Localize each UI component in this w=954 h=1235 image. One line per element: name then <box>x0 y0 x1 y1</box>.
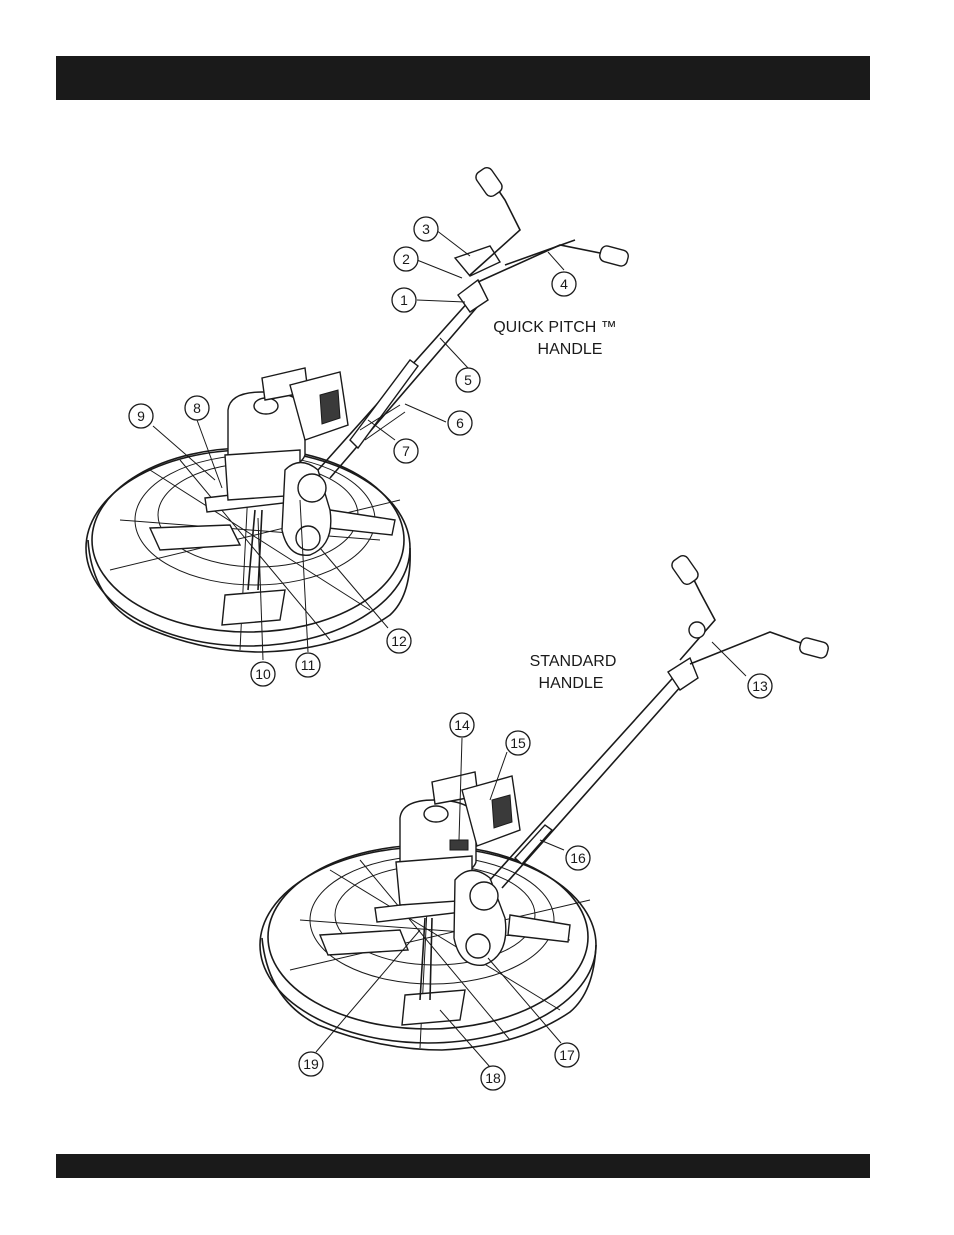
callout-17: 17 <box>555 1043 579 1067</box>
svg-text:8: 8 <box>193 400 201 416</box>
svg-text:10: 10 <box>255 666 271 682</box>
callout-18: 18 <box>481 1066 505 1090</box>
callout-1: 1 <box>392 288 416 312</box>
svg-text:9: 9 <box>137 408 145 424</box>
leader-lines <box>153 230 746 1067</box>
svg-text:15: 15 <box>510 735 526 751</box>
svg-text:13: 13 <box>752 678 768 694</box>
callout-9: 9 <box>129 404 153 428</box>
callout-8: 8 <box>185 396 209 420</box>
svg-text:18: 18 <box>485 1070 501 1086</box>
callout-10: 10 <box>251 662 275 686</box>
standard-caption-line1: STANDARD <box>530 653 617 670</box>
svg-text:14: 14 <box>454 717 470 733</box>
svg-text:16: 16 <box>570 850 586 866</box>
svg-text:12: 12 <box>391 633 407 649</box>
callout-13: 13 <box>748 674 772 698</box>
callout-4: 4 <box>552 272 576 296</box>
callout-3: 3 <box>414 217 438 241</box>
svg-text:11: 11 <box>301 657 316 673</box>
svg-text:3: 3 <box>422 221 430 237</box>
callout-19: 19 <box>299 1052 323 1076</box>
quick-pitch-trowel-illustration <box>86 165 630 652</box>
svg-text:2: 2 <box>402 251 410 267</box>
svg-text:19: 19 <box>303 1056 319 1072</box>
svg-text:5: 5 <box>464 372 472 388</box>
callout-14: 14 <box>450 713 474 737</box>
standard-trowel-illustration <box>260 553 830 1050</box>
callout-6: 6 <box>448 411 472 435</box>
callout-11: 11 <box>296 653 320 677</box>
callout-12: 12 <box>387 629 411 653</box>
svg-text:7: 7 <box>402 443 410 459</box>
callout-2: 2 <box>394 247 418 271</box>
callout-5: 5 <box>456 368 480 392</box>
callout-16: 16 <box>566 846 590 870</box>
standard-caption-line2: HANDLE <box>539 675 604 692</box>
svg-text:1: 1 <box>400 292 408 308</box>
svg-text:6: 6 <box>456 415 464 431</box>
quick-pitch-caption-line2: HANDLE <box>538 341 603 358</box>
svg-text:17: 17 <box>559 1047 575 1063</box>
svg-text:4: 4 <box>560 276 568 292</box>
quick-pitch-caption-line1: QUICK PITCH ™ <box>493 319 617 336</box>
callout-7: 7 <box>394 439 418 463</box>
callout-15: 15 <box>506 731 530 755</box>
